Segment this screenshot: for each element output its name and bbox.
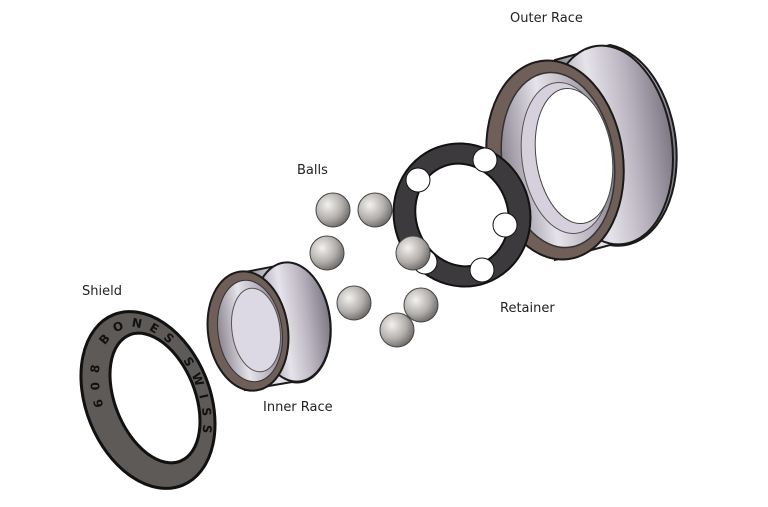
ball [357,192,393,228]
label-retainer: Retainer [500,301,555,316]
label-balls: Balls [297,163,328,178]
ball [315,192,351,228]
ball [336,285,372,321]
ball [309,235,345,271]
ball [395,235,431,271]
balls [309,192,439,348]
label-shield: Shield [82,284,122,299]
ball [403,287,439,323]
label-inner-race: Inner Race [263,400,333,415]
label-outer-race: Outer Race [510,11,583,26]
inner-race [206,261,332,392]
ball [379,312,415,348]
